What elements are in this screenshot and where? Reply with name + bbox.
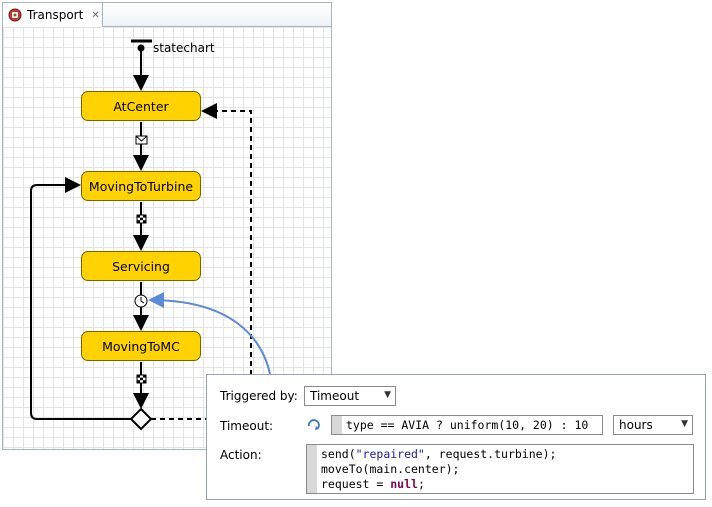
arrival-trigger-icon [136, 214, 147, 224]
statechart-tab-icon [8, 8, 22, 22]
timeout-units-dropdown[interactable]: hours ▼ [613, 415, 693, 435]
state-atcenter[interactable]: AtCenter [81, 91, 201, 121]
message-trigger-icon [135, 135, 148, 145]
statechart-entry-dot [137, 44, 145, 52]
arrival-trigger-icon [136, 374, 147, 384]
action-code-line-2: moveTo(main.center); [321, 462, 460, 476]
state-movingtomc[interactable]: MovingToMC [81, 331, 201, 361]
action-code-line-3: request = null; [321, 477, 425, 491]
transition-properties-panel: Triggered by: Timeout ▼ Timeout: type ==… [206, 374, 706, 500]
action-label: Action: [220, 448, 262, 462]
timeout-label: Timeout: [220, 419, 274, 433]
action-code-line-1: send("repaired", request.turbine); [321, 447, 557, 461]
statechart-editor: Transport ✕ [2, 2, 332, 450]
editor-tab-bar: Transport ✕ [3, 3, 331, 27]
transition-loop-back[interactable] [30, 177, 131, 420]
close-icon[interactable]: ✕ [91, 9, 100, 21]
chevron-down-icon: ▼ [681, 419, 688, 429]
diagram-canvas[interactable]: statechart AtCenter MovingToTurbine Serv… [3, 27, 331, 449]
field-gutter [307, 445, 317, 493]
field-gutter [332, 416, 342, 434]
timeout-expression-text: type == AVIA ? uniform(10, 20) : 10 [346, 418, 589, 432]
state-servicing[interactable]: Servicing [81, 251, 201, 281]
transition-lines [30, 39, 252, 431]
triggered-by-dropdown[interactable]: Timeout ▼ [304, 386, 396, 406]
chevron-down-icon: ▼ [384, 390, 391, 400]
timeout-expression-input[interactable]: type == AVIA ? uniform(10, 20) : 10 [331, 415, 603, 435]
branch-diamond[interactable] [129, 407, 153, 431]
statechart-label: statechart [153, 41, 215, 55]
tab-transport[interactable]: Transport ✕ [3, 3, 103, 27]
dynamic-value-icon[interactable] [306, 417, 322, 433]
triggered-by-value: Timeout [310, 389, 360, 403]
action-code-editor[interactable]: send("repaired", request.turbine); moveT… [306, 444, 694, 494]
timeout-units-value: hours [619, 418, 653, 432]
state-movingtoturbine[interactable]: MovingToTurbine [81, 171, 201, 201]
tab-title: Transport [27, 8, 84, 22]
clock-icon[interactable] [134, 294, 148, 308]
triggered-by-label: Triggered by: [220, 389, 298, 403]
transition-return-dashed[interactable] [151, 103, 252, 420]
